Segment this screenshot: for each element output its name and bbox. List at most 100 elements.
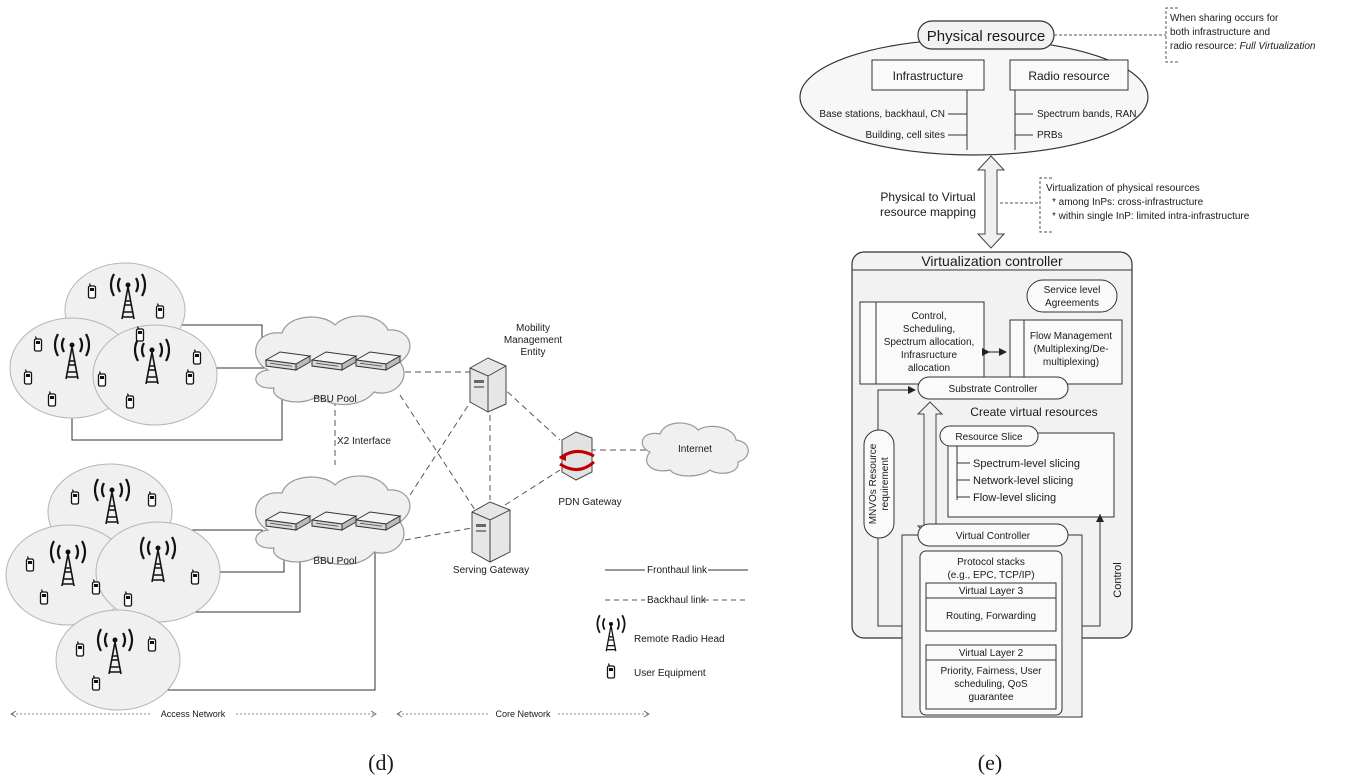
radio-item: PRBs <box>1037 130 1063 141</box>
virtual-layer2-box <box>925 644 1057 710</box>
ue-icon <box>33 335 43 352</box>
create-virtual-label: Create virtual resources <box>970 405 1097 419</box>
ue-icon <box>75 640 85 657</box>
mapping-label: resource mapping <box>880 205 976 219</box>
control-block <box>859 301 985 385</box>
control-text: allocation <box>908 363 950 374</box>
infra-item: Building, cell sites <box>866 130 945 141</box>
ue-icon <box>125 392 135 409</box>
backhaul-links <box>334 371 650 541</box>
layer2-desc: scheduling, QoS <box>954 679 1028 690</box>
ue-icon <box>23 368 33 385</box>
panel-e: Physical resource Infrastructure Radio r… <box>799 7 1316 775</box>
mnvo-label: MNVOs Resource <box>868 443 879 524</box>
access-network-span: Access Network <box>10 707 377 720</box>
panel-e-caption: (e) <box>978 750 1002 775</box>
sharing-note: When sharing occurs for <box>1170 13 1279 24</box>
virtual-controller-pill <box>917 523 1069 547</box>
mme-label: Management <box>504 335 563 346</box>
mnvo-label: requirement <box>880 457 891 511</box>
radio-resource-box <box>1009 59 1129 91</box>
rrh-icon <box>596 614 626 653</box>
control-text: Infrasructure <box>901 350 958 361</box>
flow-text: Flow Management <box>1030 331 1112 342</box>
legend-rrh: Remote Radio Head <box>634 634 725 645</box>
sharing-note: radio resource: Full Virtualization <box>1170 41 1316 52</box>
core-network-span: Core Network <box>396 707 650 720</box>
serving-gateway-label: Serving Gateway <box>453 565 529 576</box>
resource-slice-label: Resource Slice <box>955 432 1023 443</box>
ue-icon <box>147 490 157 507</box>
legend-backhaul: Backhaul link <box>647 595 707 606</box>
layer2-desc: Priority, Fairness, User <box>941 666 1043 677</box>
sla-label: Agreements <box>1045 298 1099 309</box>
radio-item: Spectrum bands, RAN <box>1037 109 1137 120</box>
mme-server-icon <box>469 357 507 413</box>
legend-ue: User Equipment <box>634 668 706 679</box>
control-vertical-label: Control <box>1112 562 1124 597</box>
physical-resource-label: Physical resource <box>927 28 1045 45</box>
ue-icon <box>192 348 202 365</box>
x2-interface-label: X2 Interface <box>337 436 391 447</box>
layer2-desc: guarantee <box>968 692 1013 703</box>
slicing-item: Flow-level slicing <box>973 492 1056 504</box>
virtualization-note: Virtualization of physical resources <box>1046 183 1200 194</box>
control-text: Scheduling, <box>903 324 955 335</box>
ue-icon <box>70 488 80 505</box>
protocol-label: (e.g., EPC, TCP/IP) <box>947 570 1034 581</box>
mme-label: Mobility <box>516 323 550 334</box>
ue-icon <box>47 390 57 407</box>
substrate-controller-label: Substrate Controller <box>949 384 1039 395</box>
substrate-controller-pill <box>917 376 1069 400</box>
panel-d-caption: (d) <box>368 750 394 775</box>
resource-slice-pill <box>939 425 1039 447</box>
ue-icon <box>147 635 157 652</box>
virtual-layer2-label: Virtual Layer 2 <box>959 648 1024 659</box>
cell-cluster-top <box>9 262 218 426</box>
ue-icon <box>155 302 165 319</box>
flow-text: (Multiplexing/De- <box>1033 344 1108 355</box>
virtual-layer3-label: Virtual Layer 3 <box>959 586 1024 597</box>
ue-icon <box>39 588 49 605</box>
infrastructure-label: Infrastructure <box>893 69 964 83</box>
control-text: Control, <box>911 311 946 322</box>
pdn-gateway-icon <box>559 431 595 481</box>
virtual-layer3-box <box>925 582 1057 632</box>
serving-gateway-icon <box>471 501 511 563</box>
flow-text: multiplexing) <box>1043 357 1099 368</box>
ue-icon <box>91 578 101 595</box>
mme-label: Entity <box>520 347 545 358</box>
ue-icon <box>190 568 200 585</box>
ue-icon <box>135 325 145 342</box>
mnvo-requirement-pill <box>863 429 895 539</box>
ue-icon <box>123 590 133 607</box>
slicing-item: Spectrum-level slicing <box>973 458 1080 470</box>
access-network-label: Access Network <box>161 709 226 719</box>
legend-fronthaul: Fronthaul link <box>647 565 708 576</box>
control-text: Spectrum allocation, <box>884 337 975 348</box>
virtual-controller-label: Virtual Controller <box>956 531 1031 542</box>
core-network-label: Core Network <box>495 709 551 719</box>
protocol-label: Protocol stacks <box>957 557 1025 568</box>
virtualization-controller-title: Virtualization controller <box>921 253 1063 269</box>
virtualization-note: * among InPs: cross-infrastructure <box>1052 197 1204 208</box>
mapping-label: Physical to Virtual <box>880 190 975 204</box>
mapping-arrow <box>976 155 1006 249</box>
bbu-pool-label: BBU Pool <box>313 394 356 405</box>
layer3-desc: Routing, Forwarding <box>946 611 1036 622</box>
flow-management-block <box>1009 319 1123 385</box>
bbu-pool-label: BBU Pool <box>313 556 356 567</box>
sla-label: Service level <box>1044 285 1101 296</box>
internet-cloud: Internet <box>641 422 749 477</box>
panel-d: BBU Pool BBU Pool X2 Interface Mobility … <box>5 262 749 775</box>
sla-pill <box>1026 279 1118 313</box>
ue-icon <box>606 662 616 679</box>
physical-resource-ellipse <box>799 38 1149 156</box>
virtualization-note: * within single InP: limited intra-infra… <box>1052 211 1250 222</box>
internet-label: Internet <box>678 444 712 455</box>
resource-slice-box <box>947 432 1115 518</box>
cell-cluster-bottom <box>5 463 221 711</box>
ue-icon <box>25 555 35 572</box>
infra-item: Base stations, backhaul, CN <box>819 109 945 120</box>
